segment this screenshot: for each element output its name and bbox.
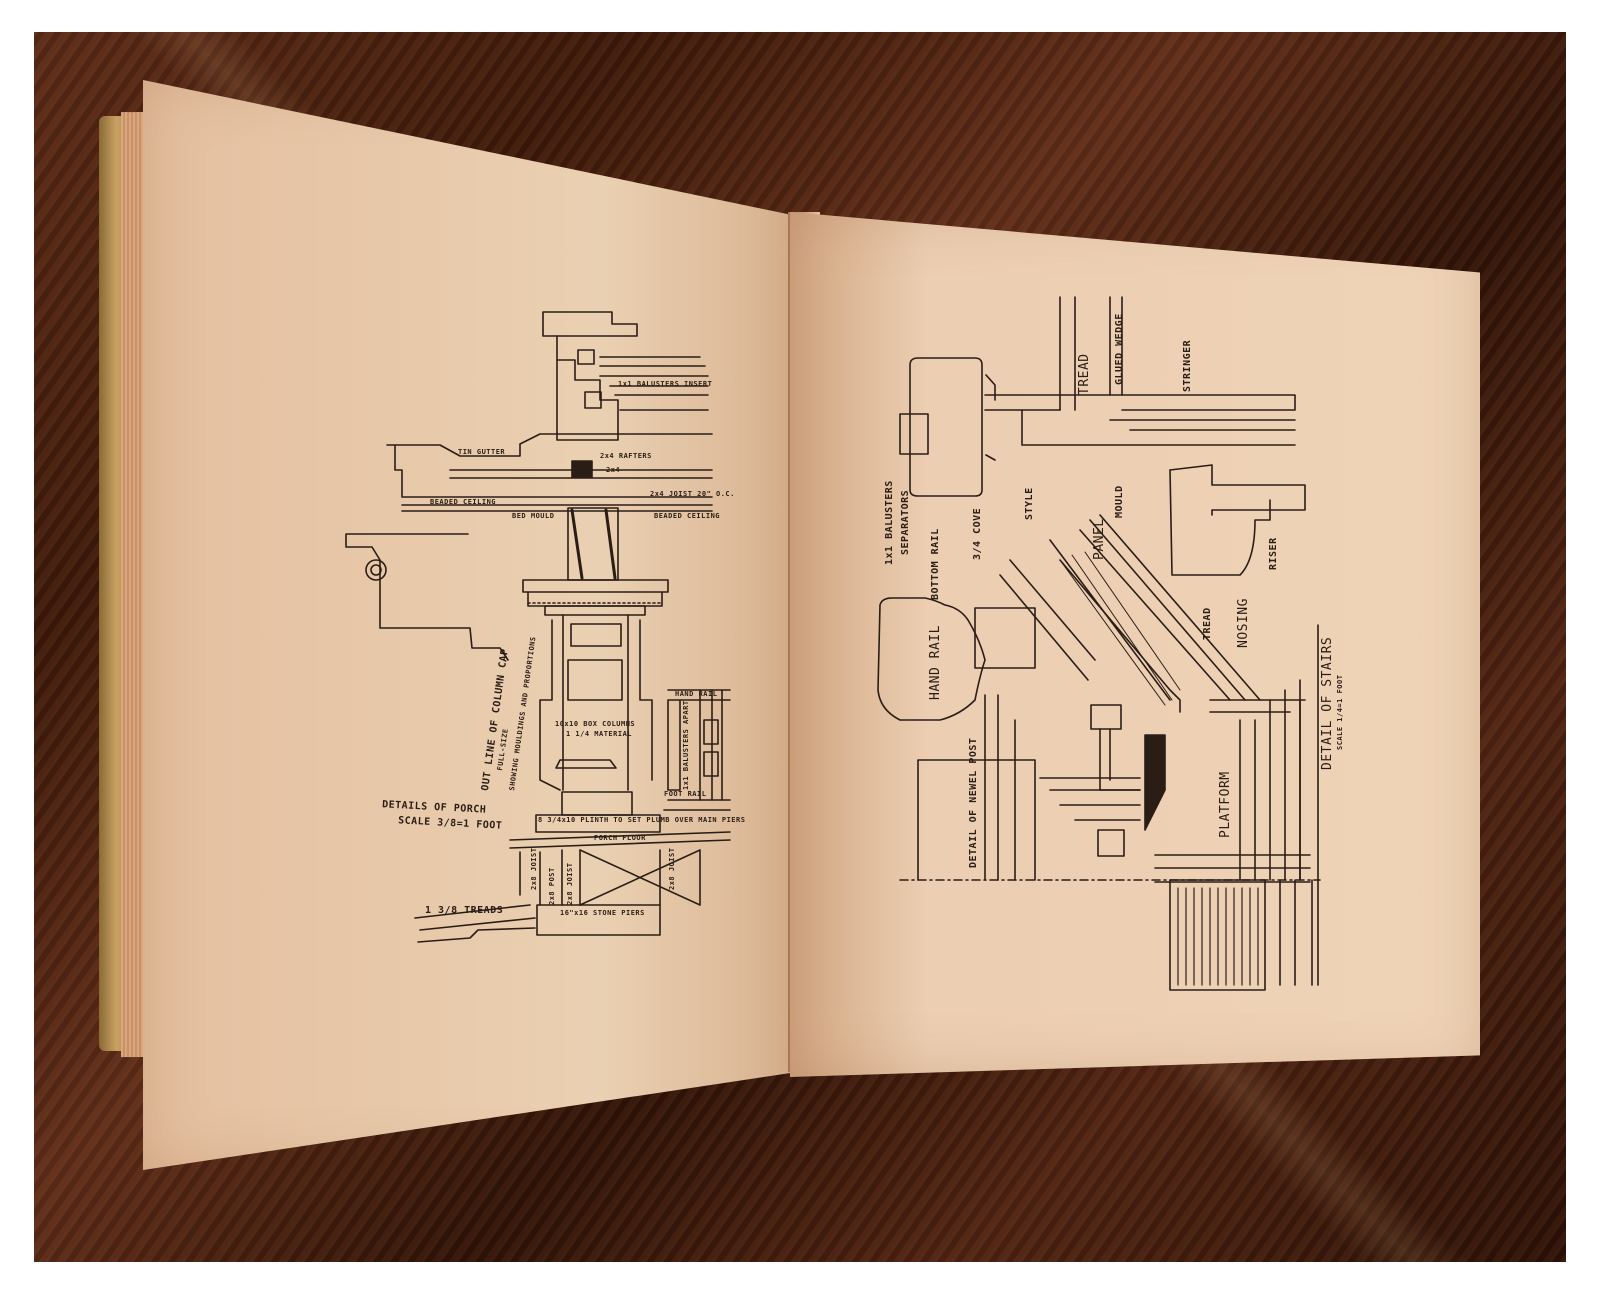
label-beaded-ceiling-upper: BEADED CEILING: [430, 498, 497, 506]
label-joist-a: 2x8 JOIST: [530, 847, 538, 890]
label-bottom-rail: BOTTOM RAIL: [930, 528, 941, 600]
label-riser: RISER: [1268, 537, 1279, 570]
porch-detail-drawing: [345, 311, 731, 943]
label-balusters-right: 1x1 BALUSTERS: [884, 480, 895, 565]
label-2x4: 2x4: [606, 466, 621, 474]
label-panel: PANEL: [1092, 518, 1107, 560]
label-foot-rail: FOOT RAIL: [664, 790, 707, 798]
stairs-detail-drawing: [877, 296, 1321, 991]
label-glued-wedge: GLUED WEDGE: [1114, 313, 1125, 385]
label-bed-mould: BED MOULD: [512, 512, 555, 520]
label-detail-newel: DETAIL OF NEWEL POST: [968, 737, 979, 868]
label-porch-floor: PORCH FLOOR: [594, 834, 646, 842]
label-material: 1 1/4 MATERIAL: [566, 730, 633, 738]
label-tread-top: TREAD: [1077, 353, 1092, 395]
label-joist-upper: 2x4 JOIST 20" O.C.: [650, 490, 735, 498]
label-post: 2x8 POST: [548, 867, 556, 905]
label-nosing: NOSING: [1236, 598, 1251, 648]
label-stringer: STRINGER: [1182, 339, 1193, 392]
label-beaded-ceiling-lower: BEADED CEILING: [654, 512, 721, 520]
label-stairs-scale: SCALE 1/4=1 FOOT: [1336, 674, 1344, 750]
label-box-columns: 10x10 BOX COLUMNS: [555, 720, 636, 728]
label-balusters-apart: 1x1 BALUSTERS APART: [682, 700, 690, 790]
label-balusters-inset: 1x1 BALUSTERS INSERT: [618, 380, 713, 388]
label-separators: SEPARATORS: [900, 489, 911, 555]
label-cove: 3/4 COVE: [972, 507, 983, 560]
label-stone-piers: 16"x16 STONE PIERS: [560, 909, 645, 917]
label-tin-gutter: TIN GUTTER: [458, 448, 506, 456]
label-joist-b: 2x8 JOIST: [566, 862, 574, 905]
label-joist-c: 2x8 JOIST: [668, 847, 676, 890]
left-page: [143, 80, 798, 1170]
right-page: [790, 212, 1480, 1077]
label-style: STYLE: [1024, 487, 1035, 520]
label-detail-of-stairs: DETAIL OF STAIRS: [1320, 636, 1335, 770]
label-hand-rail-right: HAND RAIL: [928, 625, 943, 700]
label-tread-lower: TREAD: [1202, 607, 1213, 640]
label-plinth: 8 3/4x10 PLINTH TO SET PLUMB OVER MAIN P…: [538, 816, 746, 824]
label-mould: MOULD: [1114, 485, 1125, 518]
label-platform: PLATFORM: [1218, 771, 1233, 838]
label-rafters: 2x4 RAFTERS: [600, 452, 652, 460]
label-treads: 1 3/8 TREADS: [425, 905, 504, 916]
label-hand-rail-left: HAND RAIL: [675, 690, 718, 698]
